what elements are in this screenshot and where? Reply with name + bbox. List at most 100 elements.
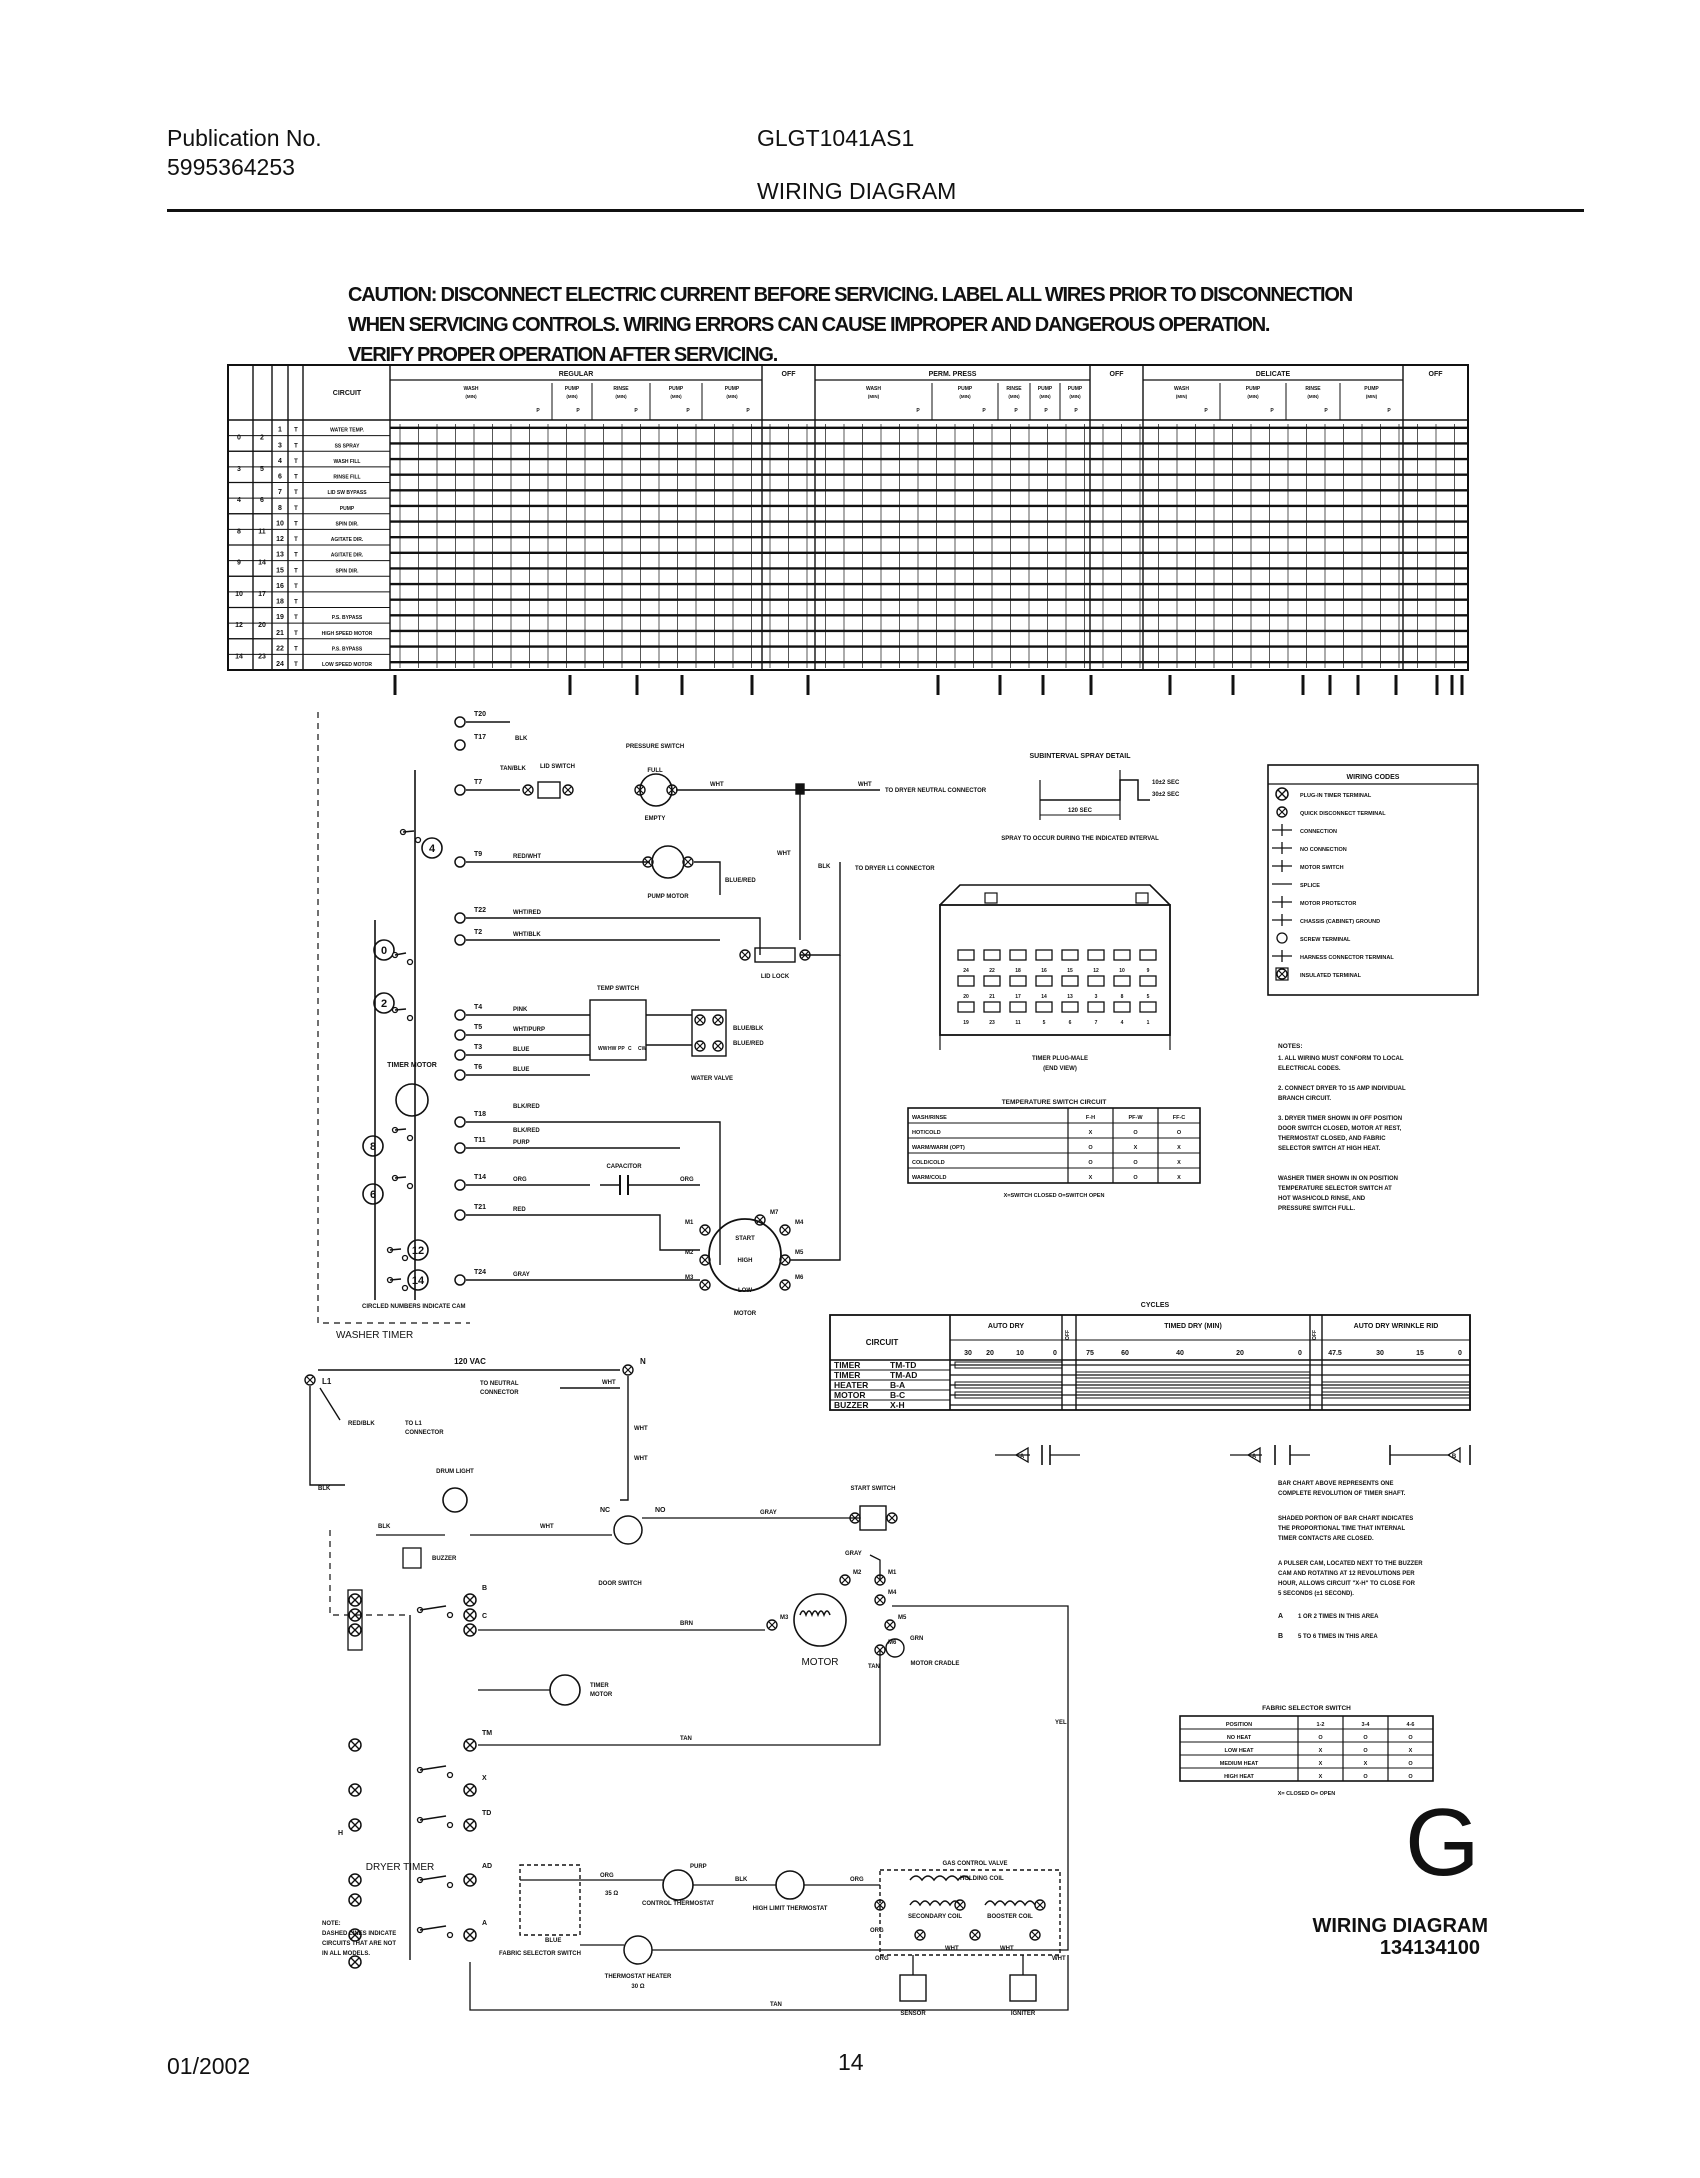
temp-table-frame <box>907 1107 1201 1184</box>
wire-label: PURP <box>690 1864 707 1870</box>
plug-terminal <box>1035 949 1053 961</box>
terminal-letter: T <box>294 428 298 434</box>
lid-lock-box <box>754 947 796 963</box>
dryer-timer-left-terminal <box>348 1593 362 1607</box>
plug-key <box>1135 892 1149 904</box>
plug-terminal-number: 19 <box>963 1020 969 1026</box>
dryer-motor-coil <box>799 1610 831 1618</box>
subhead-label: PUMP <box>725 386 740 392</box>
subhead-label: PUMP <box>1246 386 1261 392</box>
dryer-row-contacts: TM-AD <box>890 1370 917 1380</box>
quick-disconnect-terminal <box>1276 968 1288 980</box>
subhead-p: P <box>1204 408 1208 414</box>
door-switch-label: DOOR SWITCH <box>598 1581 641 1587</box>
terminal-mark <box>636 786 644 794</box>
cam-number-circle <box>373 939 395 961</box>
plug-terminal <box>1113 975 1131 987</box>
dryer-timer-right-terminal <box>463 1818 477 1832</box>
gas-valve-terminal <box>874 1899 886 1911</box>
fabric-table-header: 3-4 <box>1362 1722 1371 1728</box>
motor-terminal-label: M5 <box>795 1250 804 1256</box>
subhead-min: (MIN) <box>566 394 578 399</box>
spray-on-time: 10±2 SEC <box>1152 780 1180 786</box>
water-valve-box <box>691 1009 727 1057</box>
subhead-p: P <box>1270 408 1274 414</box>
timer-terminal-label: T6 <box>474 1064 482 1071</box>
washer-schematic: T20T17T7T9T22T2T4T5T3T6T18T11T14T21T2440… <box>317 711 987 1341</box>
terminal-letter: T <box>294 568 298 574</box>
cam-number: 4 <box>429 843 436 855</box>
timer-terminal <box>454 934 466 946</box>
motor-terminal-label: M3 <box>685 1275 694 1281</box>
temp-table-cell: O <box>1088 1160 1093 1166</box>
igniter-box <box>1009 1974 1037 2002</box>
dryer-motor-terminal <box>874 1594 886 1606</box>
dryer-timer-right-terminal <box>463 1783 477 1797</box>
door-no-label: NO <box>655 1507 666 1514</box>
dryer-tick-label: 60 <box>1121 1350 1129 1357</box>
plug-terminal-number: 6 <box>1069 1020 1072 1026</box>
timer-terminal-label: T17 <box>474 734 486 741</box>
washer-motor-symbol <box>708 1218 782 1292</box>
timer-terminal-label: T22 <box>474 907 486 914</box>
temp-table-cell: COLD/COLD <box>912 1160 945 1166</box>
door-nc-label: NC <box>600 1507 610 1514</box>
gas-valve-terminal <box>1029 1929 1041 1941</box>
cycle-label: PERM. PRESS <box>929 371 977 378</box>
dryer-note-line: IN ALL MODELS. <box>322 1951 370 1957</box>
switch-contact <box>446 1771 454 1779</box>
terminal-mark <box>696 1016 704 1024</box>
switch-contact <box>406 1134 414 1142</box>
gas-valve-box <box>879 1869 1061 1956</box>
start-switch-terminal <box>886 1512 898 1524</box>
circuit-label: P.S. BYPASS <box>332 615 363 621</box>
terminal-mark <box>465 1820 475 1830</box>
terminal-letter: T <box>294 506 298 512</box>
pulse-marker-label: A <box>1020 1454 1025 1460</box>
dryer-timer-plug <box>347 1589 363 1651</box>
dryer-off-label: OFF <box>1312 1330 1318 1340</box>
timer-terminal <box>454 1069 466 1081</box>
plug-terminal <box>957 1001 975 1013</box>
plug-terminal-number: 20 <box>963 994 969 1000</box>
terminal-mark <box>876 1901 884 1909</box>
quick-disconnect-terminal <box>1276 806 1288 818</box>
temp-table-cell: O <box>1133 1175 1138 1181</box>
fabric-table-cell: X <box>1364 1761 1368 1767</box>
cam-number: 20 <box>258 622 266 629</box>
terminal-mark <box>851 1514 859 1522</box>
dryer-tick-label: 20 <box>986 1350 994 1357</box>
lid-lock-label: LID LOCK <box>761 974 790 980</box>
dryer-motor-terminal-label: M1 <box>888 1570 897 1576</box>
voltage-label: 120 VAC <box>454 1357 486 1366</box>
subhead-min: (MIN) <box>1039 394 1051 399</box>
plug-terminal-number: 15 <box>1067 968 1073 974</box>
terminal-letter: T <box>294 631 298 637</box>
subhead-label: PUMP <box>1068 386 1083 392</box>
note-4: HOT WASH/COLD RINSE, AND <box>1278 1196 1366 1202</box>
timer-motor-label: TIMER MOTOR <box>387 1062 437 1069</box>
switch-contact <box>401 1254 409 1262</box>
wiring-codes-frame <box>1267 764 1479 996</box>
dryer-tick-label: 40 <box>1176 1350 1184 1357</box>
terminal-letter: T <box>294 553 298 559</box>
dryer-timer-switch <box>419 1925 447 1931</box>
dryer-timer-left-terminal <box>348 1818 362 1832</box>
dryer-terminal-letter: X <box>482 1775 487 1782</box>
temp-table-cell: O <box>1177 1130 1182 1136</box>
dryer-timer-motor-symbol <box>549 1674 581 1706</box>
motor-terminal-label: M4 <box>795 1220 804 1226</box>
water-valve-terminal <box>712 1014 724 1026</box>
wire-label: BLUE <box>545 1938 561 1944</box>
wiring-code-item: MOTOR PROTECTOR <box>1300 901 1356 907</box>
timer-terminal <box>454 1274 466 1286</box>
timer-terminal-label: T7 <box>474 779 482 786</box>
plug-terminal <box>1061 949 1079 961</box>
cam-number: 14 <box>412 1275 425 1287</box>
dryer-tick-label: 75 <box>1086 1350 1094 1357</box>
timer-terminal-label: T9 <box>474 851 482 858</box>
plug-terminal-number: 13 <box>1067 994 1073 1000</box>
subhead-p: P <box>686 408 690 414</box>
timer-terminal <box>454 912 466 924</box>
booster-coil-label: BOOSTER COIL <box>987 1914 1033 1920</box>
